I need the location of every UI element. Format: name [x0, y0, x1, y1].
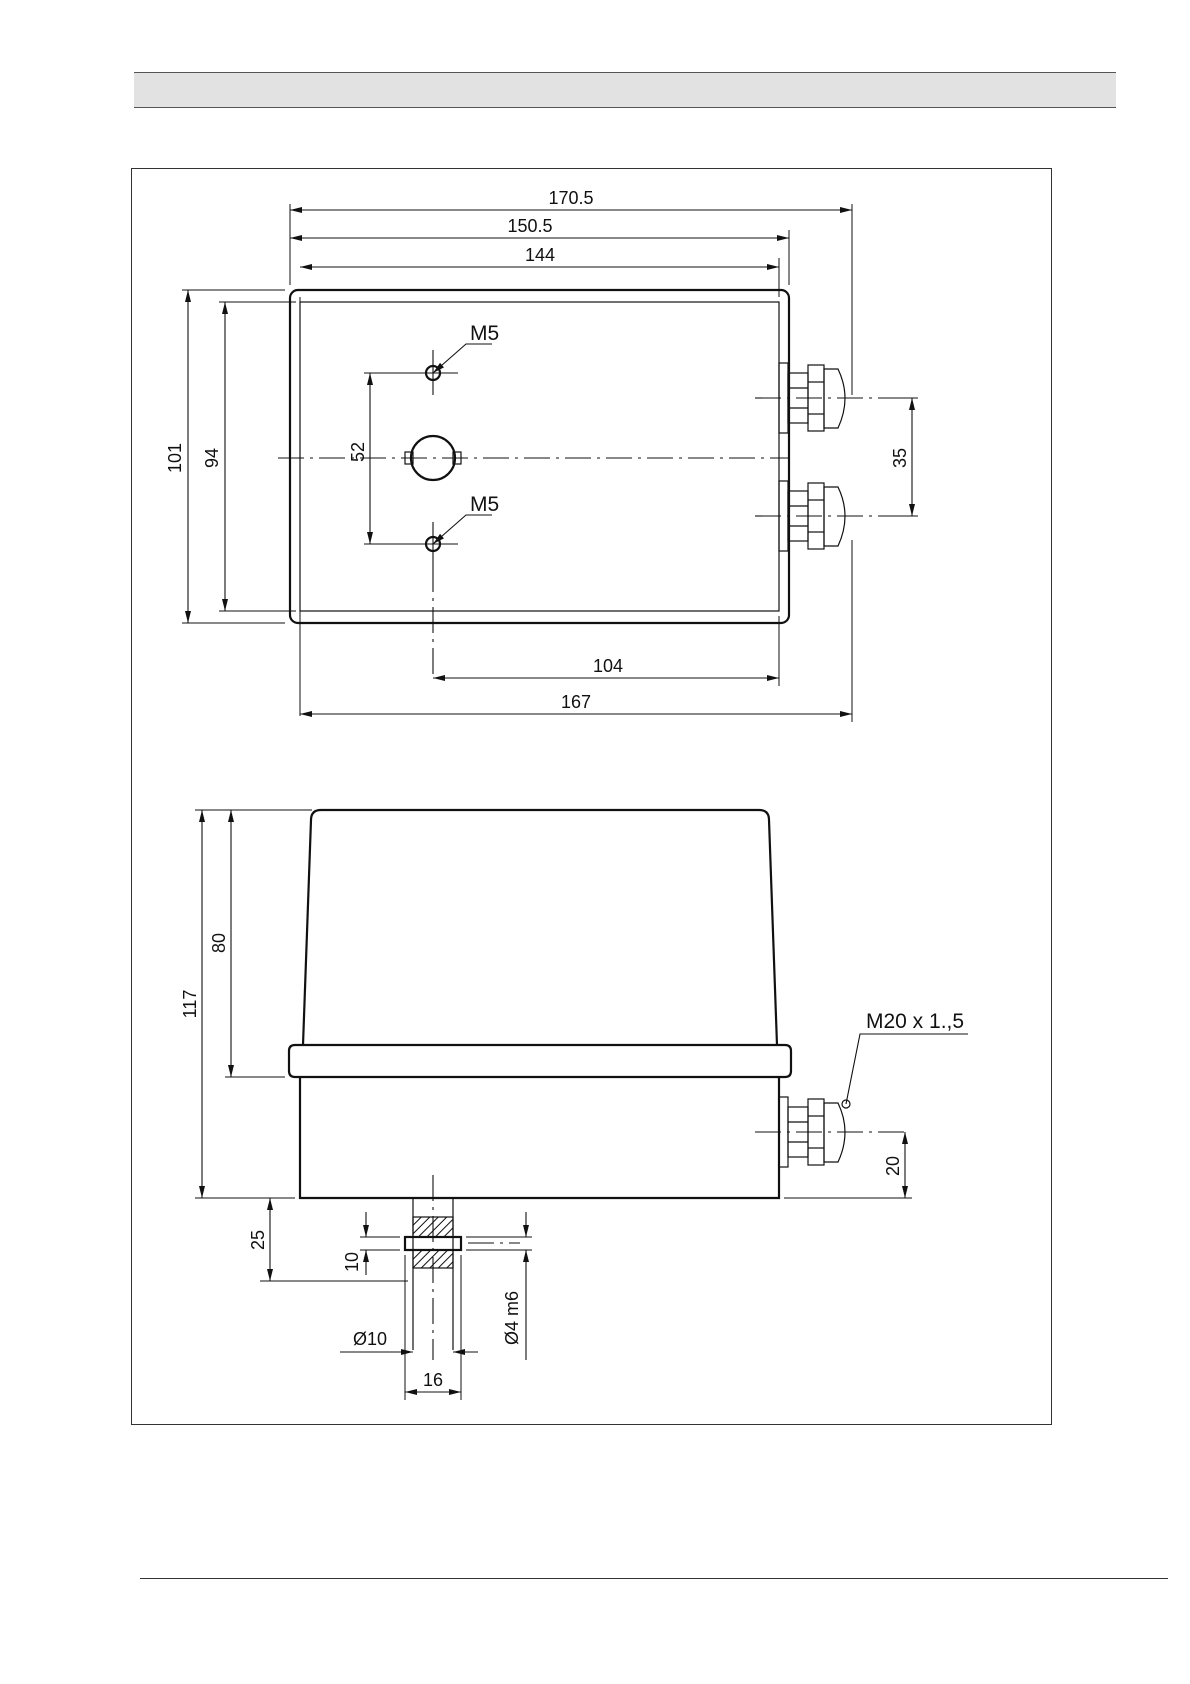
- dim-117: 117: [180, 990, 200, 1019]
- dim-101: 101: [165, 443, 185, 473]
- thread-label-m5-top: M5: [470, 322, 499, 345]
- housing-inner-outline: [300, 302, 779, 611]
- cover-outline: [303, 810, 777, 1045]
- dim-104: 104: [593, 656, 623, 676]
- cover-rim: [289, 1045, 791, 1077]
- dim-25: 25: [248, 1230, 268, 1250]
- dim-150-5: 150.5: [507, 216, 552, 236]
- dim-35: 35: [890, 448, 910, 468]
- top-view: M5 M5 170.5 150.5 144 101 94 52: [165, 188, 918, 722]
- thread-label-m5-bottom: M5: [470, 493, 499, 516]
- side-view: M20 x 1.,5 20 117 80 25: [180, 810, 968, 1400]
- dim-phi4m6: Ø4 m6: [502, 1291, 522, 1345]
- dim-144: 144: [525, 245, 555, 265]
- dim-94: 94: [202, 448, 222, 468]
- dim-80: 80: [209, 933, 229, 953]
- dim-16: 16: [423, 1370, 443, 1390]
- dim-phi10: Ø10: [353, 1329, 387, 1349]
- dim-10: 10: [342, 1252, 362, 1272]
- dim-167: 167: [561, 692, 591, 712]
- gland-thread-label: M20 x 1.,5: [866, 1010, 964, 1033]
- base-outline: [300, 1077, 779, 1198]
- dim-20: 20: [883, 1156, 903, 1176]
- dim-52: 52: [348, 442, 368, 462]
- dim-170-5: 170.5: [548, 188, 593, 208]
